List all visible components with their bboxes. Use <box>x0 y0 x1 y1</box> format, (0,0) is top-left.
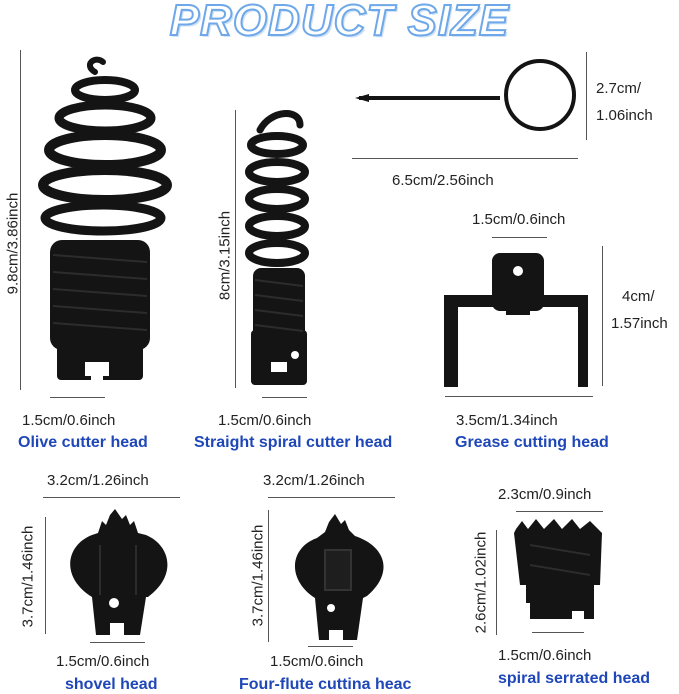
shovel-height-dim: 3.7cm/1.46inch <box>19 525 37 628</box>
olive-width-line <box>50 397 105 398</box>
fourflute-width-line <box>308 646 353 647</box>
straight-height-dim: 8cm/3.15inch <box>216 210 234 301</box>
olive-cutter-head-image <box>38 56 172 386</box>
shovel-width-dim: 1.5cm/0.6inch <box>56 653 150 670</box>
four-flute-cutting-head-label: Four-flute cuttina heac <box>239 676 412 693</box>
pin-width-line <box>352 158 578 159</box>
fourflute-height-dim: 3.7cm/1.46inch <box>249 524 267 627</box>
straight-spiral-cutter-head-image <box>245 110 309 385</box>
straight-width-line <box>262 397 307 398</box>
pin-height-dim-2: 1.06inch <box>596 107 653 124</box>
spiral-serrated-head-image <box>514 519 602 619</box>
grease-width-dim: 3.5cm/1.34inch <box>456 412 558 429</box>
straight-spiral-cutter-head-label: Straight spiral cutter head <box>194 434 393 451</box>
grease-top-width-line <box>492 237 547 238</box>
serrated-top-width-dim: 2.3cm/0.9inch <box>498 486 592 503</box>
serrated-width-line <box>532 632 584 633</box>
grease-cutting-head-label: Grease cutting head <box>455 434 609 451</box>
serrated-width-dim: 1.5cm/0.6inch <box>498 647 592 664</box>
shovel-top-width-dim: 3.2cm/1.26inch <box>47 472 149 489</box>
shovel-head-label: shovel head <box>65 676 158 693</box>
fourflute-width-dim: 1.5cm/0.6inch <box>270 653 364 670</box>
grease-height-dim-1: 4cm/ <box>622 288 655 305</box>
page-title: PRODUCT SIZE <box>169 0 510 46</box>
grease-width-line <box>445 396 593 397</box>
olive-width-dim: 1.5cm/0.6inch <box>22 412 116 429</box>
olive-cutter-head-label: Olive cutter head <box>18 434 148 451</box>
grease-cutting-head-image <box>444 253 588 387</box>
pin-height-dim-1: 2.7cm/ <box>596 80 642 97</box>
spiral-serrated-head-label: spiral serrated head <box>498 670 651 687</box>
olive-height-line <box>20 50 21 390</box>
shovel-width-line <box>90 642 145 643</box>
grease-height-line <box>602 246 603 386</box>
shovel-height-line <box>45 517 46 634</box>
serrated-height-dim: 2.6cm/1.02inch <box>472 531 490 634</box>
four-flute-cutting-head-image <box>294 514 384 640</box>
shovel-head-image <box>70 509 168 635</box>
olive-height-dim: 9.8cm/3.86inch <box>4 192 22 295</box>
straight-width-dim: 1.5cm/0.6inch <box>218 412 312 429</box>
grease-height-dim-2: 1.57inch <box>611 315 668 332</box>
ring-pin-image <box>355 59 576 131</box>
pin-height-line <box>586 52 587 140</box>
grease-top-width-dim: 1.5cm/0.6inch <box>472 211 566 228</box>
shovel-top-width-line <box>43 497 180 498</box>
fourflute-height-line <box>268 510 269 642</box>
fourflute-top-width-line <box>268 497 395 498</box>
serrated-height-line <box>496 530 497 635</box>
straight-height-line <box>235 110 236 388</box>
fourflute-top-width-dim: 3.2cm/1.26inch <box>263 472 365 489</box>
pin-width-dim: 6.5cm/2.56inch <box>392 172 494 189</box>
serrated-top-width-line <box>516 511 603 512</box>
